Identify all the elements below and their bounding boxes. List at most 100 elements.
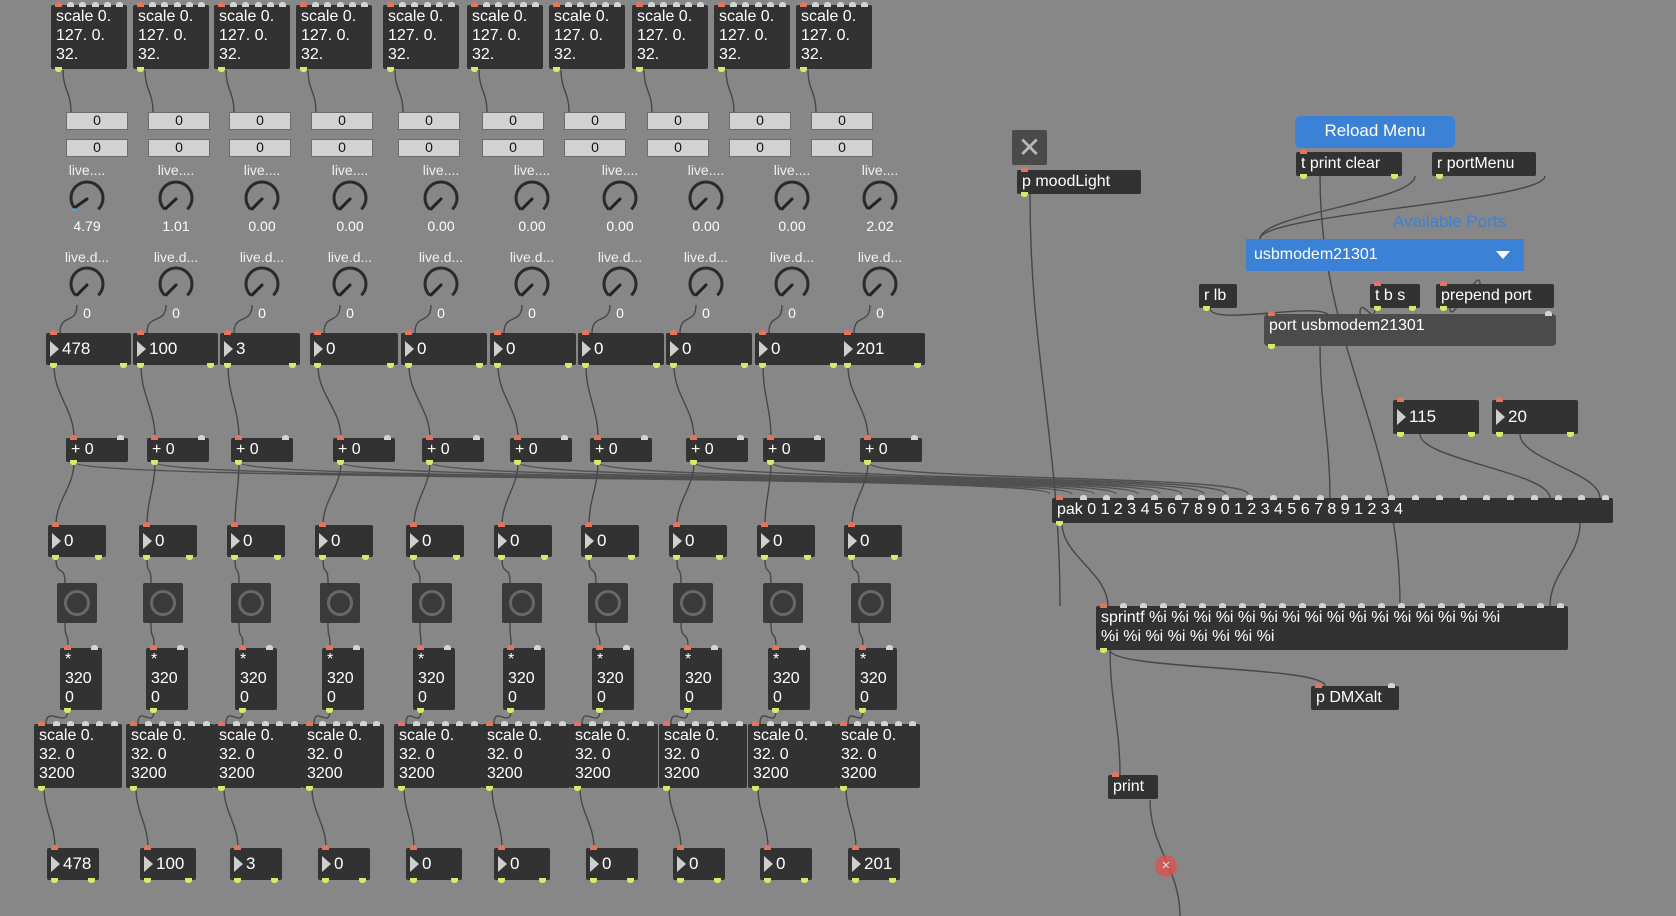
inlet[interactable] (677, 721, 685, 726)
patch-cord[interactable] (43, 787, 56, 849)
toggle-3[interactable] (320, 583, 360, 623)
inlet[interactable] (448, 2, 455, 7)
inlet[interactable] (324, 2, 332, 7)
inlet[interactable] (585, 522, 592, 527)
inlet[interactable] (91, 645, 98, 650)
outlet[interactable] (144, 878, 151, 883)
inlet[interactable] (52, 522, 59, 527)
patch-cord[interactable] (501, 557, 511, 584)
inlet[interactable] (337, 435, 344, 440)
outlet[interactable] (471, 67, 478, 72)
inlet[interactable] (332, 721, 340, 726)
outlet[interactable] (553, 67, 560, 72)
inlet[interactable] (188, 721, 196, 726)
scale-out-9[interactable]: scale 0. 32. 0 3200 (836, 721, 920, 791)
patch-cord[interactable] (317, 365, 342, 439)
inlet[interactable] (632, 721, 640, 726)
inlet[interactable] (1397, 397, 1404, 402)
patch-cord[interactable] (579, 787, 595, 849)
outlet[interactable] (1268, 344, 1275, 349)
outlet[interactable] (653, 363, 660, 368)
outlet[interactable] (1374, 306, 1381, 311)
plus-6[interactable]: + 0 (590, 435, 652, 465)
inlet[interactable] (641, 435, 648, 440)
outlet[interactable] (1468, 432, 1475, 437)
number-main-6[interactable]: 0 (578, 330, 664, 368)
inlet[interactable] (764, 845, 771, 850)
plus-8[interactable]: + 0 (763, 435, 825, 465)
outlet[interactable] (1021, 192, 1028, 197)
patch-cord[interactable] (62, 69, 72, 113)
inlet[interactable] (1100, 603, 1107, 608)
outlet[interactable] (673, 555, 680, 560)
inlet[interactable] (684, 645, 691, 650)
inlet[interactable] (1127, 495, 1135, 500)
patch-cord[interactable] (588, 557, 597, 584)
inlet[interactable] (498, 845, 505, 850)
patch-cord[interactable] (1109, 649, 1121, 776)
patch-cord[interactable] (307, 69, 317, 113)
inlet[interactable] (1139, 603, 1147, 608)
r-portmenu[interactable]: r portMenu (1432, 152, 1536, 179)
scale-out-4[interactable]: scale 0. 32. 0 3200 (394, 721, 482, 791)
outlet[interactable] (453, 555, 460, 560)
outlet[interactable] (752, 786, 759, 791)
patch-cord[interactable] (225, 69, 235, 113)
inlet[interactable] (574, 721, 581, 726)
inlet[interactable] (663, 721, 670, 726)
inlet[interactable] (1159, 603, 1167, 608)
patch-cord[interactable] (1061, 522, 1109, 607)
patch-cord[interactable] (55, 557, 66, 584)
patch-cord[interactable] (867, 461, 1249, 495)
number-out-2[interactable]: 3 (230, 845, 282, 883)
inlet[interactable] (767, 435, 774, 440)
inlet[interactable] (690, 435, 697, 440)
inlet[interactable] (500, 721, 508, 726)
patch-cord[interactable] (135, 787, 149, 849)
scale-out-3[interactable]: scale 0. 32. 0 3200 (302, 721, 384, 791)
number-main-9[interactable]: 201 (840, 330, 925, 368)
inlet[interactable] (1150, 495, 1158, 500)
inlet[interactable] (1258, 603, 1266, 608)
inlet[interactable] (1374, 281, 1381, 286)
inlet[interactable] (96, 721, 104, 726)
inlet[interactable] (561, 435, 568, 440)
inlet[interactable] (198, 2, 205, 7)
inlet[interactable] (130, 721, 137, 726)
patch-cord[interactable] (413, 461, 431, 526)
outlet[interactable] (718, 67, 725, 72)
patch-cord[interactable] (1259, 175, 1416, 240)
scale-in-8[interactable]: scale 0. 127. 0. 32. (714, 2, 790, 72)
outlet[interactable] (1496, 432, 1503, 437)
number-main-4[interactable]: 0 (401, 330, 487, 368)
inlet[interactable] (173, 2, 181, 7)
outlet[interactable] (137, 67, 144, 72)
close-icon[interactable]: ✕ (1012, 130, 1047, 165)
plus-5[interactable]: + 0 (510, 435, 572, 465)
outlet[interactable] (1409, 306, 1416, 311)
patch-cord[interactable] (764, 461, 772, 526)
outlet[interactable] (362, 555, 369, 560)
patch-cord[interactable] (140, 365, 156, 439)
outlet[interactable] (539, 878, 546, 883)
patch-cord[interactable] (223, 787, 239, 849)
number-main-1[interactable]: 100 (133, 330, 218, 368)
outlet[interactable] (476, 363, 483, 368)
inlet[interactable] (319, 721, 327, 726)
print[interactable]: print (1108, 772, 1158, 799)
outlet[interactable] (1391, 174, 1398, 179)
inlet[interactable] (279, 2, 286, 7)
inlet[interactable] (1457, 603, 1465, 608)
scale-out-5[interactable]: scale 0. 32. 0 3200 (482, 721, 570, 791)
outlet[interactable] (398, 786, 405, 791)
inlet[interactable] (1318, 603, 1326, 608)
toggle-7[interactable] (673, 583, 713, 623)
inlet[interactable] (427, 721, 435, 726)
plus-3[interactable]: + 0 (333, 435, 395, 465)
patch-cord[interactable] (770, 461, 1227, 495)
patch-cord[interactable] (517, 461, 1161, 495)
inlet[interactable] (185, 2, 193, 7)
inlet[interactable] (736, 721, 743, 726)
number-out-0[interactable]: 478 (47, 845, 99, 883)
inlet[interactable] (648, 2, 656, 7)
